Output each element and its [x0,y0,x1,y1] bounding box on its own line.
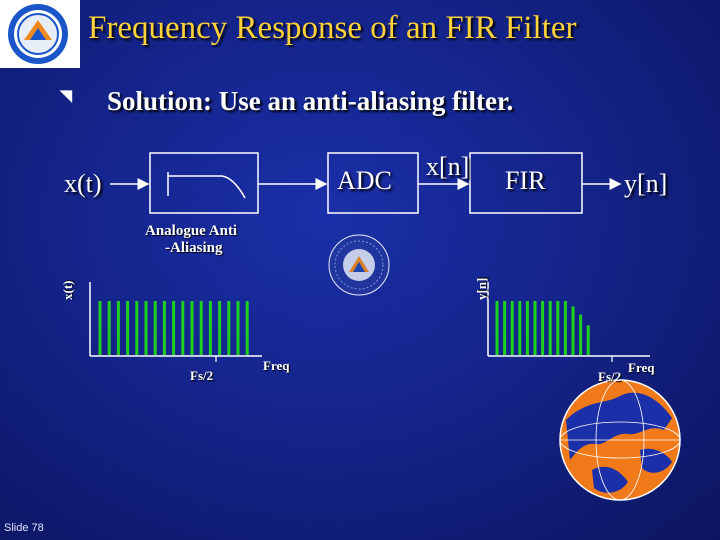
fir-box [469,152,583,214]
right-x-label: Freq [628,360,655,375]
left-x-label: Freq [263,358,290,373]
right-y-label: y[n] [474,277,489,300]
lowpass-response-icon [167,172,246,199]
globe-icon [559,379,681,501]
slide-number: Slide 78 [4,522,44,534]
input-label: x(t) [64,169,102,198]
logo-box [0,0,80,68]
right-bars [495,301,590,355]
university-logo-icon [8,4,68,64]
right-spectrum [487,282,650,362]
bullet-text: Solution: Use an anti-aliasing filter. [107,86,514,116]
right-fs2-label: Fs/2 [598,369,622,384]
fir-label: FIR [505,166,546,195]
left-spectrum [89,282,262,362]
seal-watermark-icon [328,234,390,296]
left-fs2-label: Fs/2 [190,368,214,383]
adc-label: ADC [337,166,392,195]
adc-box [327,152,419,214]
filter-caption-line2: -Aliasing [165,240,223,256]
sampled-signal-label: x[n] [426,152,470,181]
left-y-label: x(t) [60,280,75,301]
filter-caption-line1: Analogue Anti [145,223,238,239]
slide-title: Frequency Response of an FIR Filter [88,10,577,46]
output-label: y[n] [624,169,668,198]
anti-aliasing-filter-box [149,152,259,214]
left-bars [98,301,249,355]
